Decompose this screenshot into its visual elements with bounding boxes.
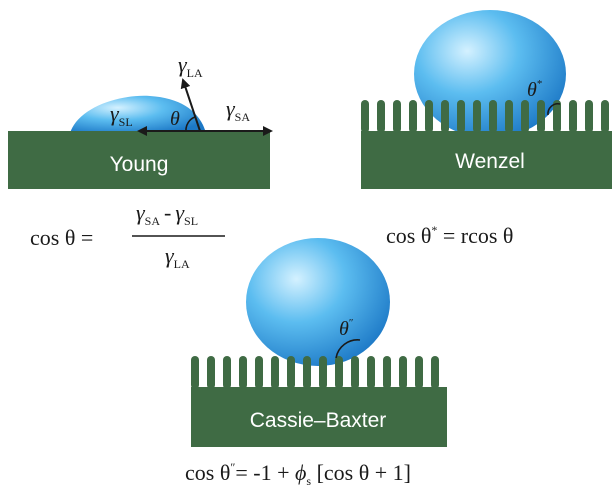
- substrate-pillar: [415, 356, 423, 389]
- cassie-baxter-droplet: [246, 238, 390, 366]
- cassie-baxter-equation: cos θ″= -1 + ϕs [cos θ + 1]: [185, 460, 411, 488]
- wenzel-theta-label: θ*: [527, 78, 542, 101]
- gamma-sa-label: γSA: [226, 96, 250, 124]
- wenzel-equation: cos θ* = rcos θ: [386, 223, 513, 248]
- young-panel: Young γLA γSL γSA θ cos θ = γSA-γSL γLA: [8, 52, 273, 271]
- substrate-base: [361, 131, 612, 189]
- gamma-la-arrow: [180, 78, 201, 132]
- young-eq-denominator: γLA: [165, 243, 190, 271]
- substrate-pillar: [489, 100, 497, 133]
- substrate-pillar: [553, 100, 561, 133]
- substrate-pillar: [399, 356, 407, 389]
- substrate-pillar: [335, 356, 343, 389]
- substrate-pillar: [287, 356, 295, 389]
- young-substrate-label: Young: [110, 153, 169, 176]
- substrate-pillar: [505, 100, 513, 133]
- substrate-pillar: [409, 100, 417, 133]
- substrate-pillar: [319, 356, 327, 389]
- cassie-baxter-substrate-label: Cassie–Baxter: [250, 409, 387, 432]
- substrate-pillar: [223, 356, 231, 389]
- young-substrate: [8, 131, 270, 189]
- substrate-pillar: [361, 100, 369, 133]
- substrate-pillar: [425, 100, 433, 133]
- substrate-pillar: [271, 356, 279, 389]
- substrate-pillar: [441, 100, 449, 133]
- substrate-pillar: [367, 356, 375, 389]
- gamma-sl-label: γSL: [110, 101, 133, 129]
- substrate-pillar: [569, 100, 577, 133]
- substrate-pillar: [239, 356, 247, 389]
- wenzel-panel: Wenzel θ* cos θ* = rcos θ: [361, 10, 612, 248]
- young-eq-numerator: γSA-γSL: [136, 200, 198, 228]
- young-theta-label: θ: [170, 108, 180, 130]
- substrate-pillar: [351, 356, 359, 389]
- substrate-pillar: [255, 356, 263, 389]
- substrate-pillar: [207, 356, 215, 389]
- substrate-pillar: [473, 100, 481, 133]
- young-contact-angle-arc: [185, 116, 196, 132]
- substrate-pillar: [457, 100, 465, 133]
- cassie-baxter-panel: Cassie–Baxter θ″ cos θ″= -1 + ϕs [cos θ …: [185, 238, 447, 488]
- wenzel-contact-angle-arc: [547, 102, 561, 116]
- substrate-pillar: [521, 100, 529, 133]
- cassie-baxter-contact-angle-arc: [335, 339, 361, 359]
- cassie-baxter-theta-label: θ″: [339, 317, 353, 340]
- substrate-pillar: [585, 100, 593, 133]
- substrate-pillar: [303, 356, 311, 389]
- gamma-la-label: γLA: [178, 52, 203, 80]
- substrate-pillar: [377, 100, 385, 133]
- substrate-pillar: [191, 356, 199, 389]
- substrate-base: [191, 387, 447, 447]
- cassie-baxter-substrate: [191, 356, 447, 447]
- substrate-pillar: [537, 100, 545, 133]
- substrate-pillar: [383, 356, 391, 389]
- young-droplet: [70, 95, 206, 133]
- wenzel-substrate: [361, 100, 612, 189]
- young-equation: cos θ = γSA-γSL γLA: [30, 200, 225, 271]
- substrate-pillar: [601, 100, 609, 133]
- substrate-pillar: [431, 356, 439, 389]
- young-eq-lhs: cos θ =: [30, 225, 93, 250]
- substrate-pillar: [393, 100, 401, 133]
- wenzel-substrate-label: Wenzel: [455, 150, 525, 173]
